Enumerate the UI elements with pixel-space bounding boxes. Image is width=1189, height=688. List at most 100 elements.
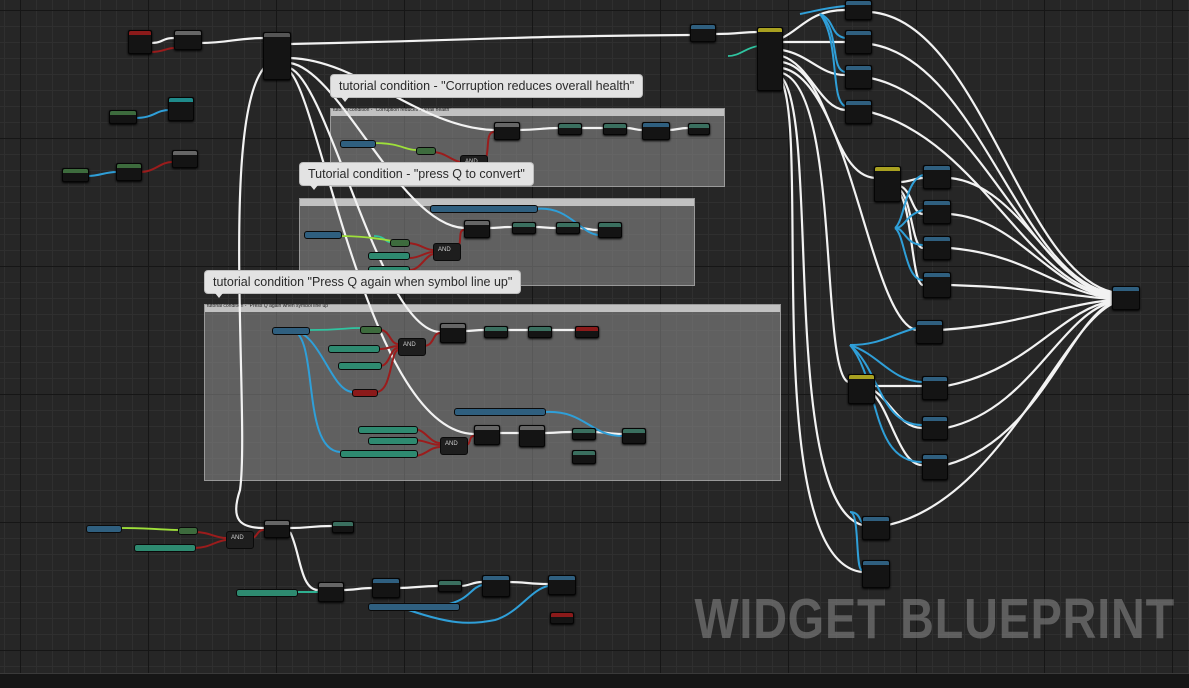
function-node[interactable] xyxy=(372,578,400,598)
function-node[interactable] xyxy=(603,123,627,135)
switch-node[interactable] xyxy=(757,27,783,91)
comment-header xyxy=(300,199,694,206)
function-node[interactable] xyxy=(572,450,596,464)
branch-node[interactable] xyxy=(440,323,466,343)
set-visibility-node[interactable] xyxy=(922,454,948,480)
get-variable-node[interactable] xyxy=(368,603,460,611)
and-boolean-node[interactable]: AND xyxy=(398,338,426,356)
get-variable-node[interactable] xyxy=(338,362,382,370)
set-visibility-node[interactable] xyxy=(862,560,890,588)
exec-wire xyxy=(869,42,1113,295)
function-node[interactable] xyxy=(484,326,508,338)
exec-wire xyxy=(289,71,475,436)
set-visibility-node[interactable] xyxy=(923,236,951,260)
get-variable-node[interactable] xyxy=(304,231,342,239)
function-node[interactable] xyxy=(556,222,580,234)
object-wire xyxy=(799,5,846,15)
set-visibility-node[interactable] xyxy=(845,65,872,89)
sequence-node[interactable] xyxy=(263,32,291,80)
get-variable-node[interactable] xyxy=(360,326,382,334)
get-variable-node[interactable] xyxy=(328,345,380,353)
branch-node[interactable] xyxy=(174,30,202,50)
branch-node[interactable] xyxy=(519,425,545,447)
object-wire xyxy=(849,511,863,571)
function-node[interactable] xyxy=(575,326,599,338)
and-boolean-node[interactable]: AND xyxy=(433,243,461,261)
comment-bubble-corruption[interactable]: tutorial condition - "Corruption reduces… xyxy=(331,75,643,102)
comment-bubble-symbol[interactable]: tutorial condition "Press Q again when s… xyxy=(205,271,521,298)
get-variable-node[interactable] xyxy=(368,437,418,445)
branch-node[interactable] xyxy=(494,122,520,140)
function-node[interactable] xyxy=(512,222,536,234)
set-visibility-node[interactable] xyxy=(923,200,951,224)
merge-node[interactable] xyxy=(1112,286,1140,310)
set-visibility-node[interactable] xyxy=(923,272,951,298)
get-variable-node[interactable] xyxy=(358,426,418,434)
branch-node[interactable] xyxy=(318,582,344,602)
function-node[interactable] xyxy=(690,24,716,42)
function-node[interactable] xyxy=(622,428,646,444)
exec-wire xyxy=(887,303,1113,527)
function-node[interactable] xyxy=(558,123,582,135)
get-variable-node[interactable] xyxy=(178,527,198,535)
get-variable-node[interactable] xyxy=(62,168,89,182)
set-visibility-node[interactable] xyxy=(923,165,951,189)
switch-node[interactable] xyxy=(874,166,901,202)
graph-bottom-frame xyxy=(0,673,1189,688)
switch-node[interactable] xyxy=(848,374,875,404)
get-variable-node[interactable] xyxy=(430,205,538,213)
and-boolean-node[interactable]: AND xyxy=(440,437,468,455)
exec-wire xyxy=(869,10,1113,294)
get-variable-node[interactable] xyxy=(236,589,298,597)
branch-node[interactable] xyxy=(172,150,198,168)
get-variable-node[interactable] xyxy=(272,327,310,335)
and-label: AND xyxy=(231,535,244,541)
get-variable-node[interactable] xyxy=(116,163,142,181)
set-visibility-node[interactable] xyxy=(845,30,872,54)
branch-node[interactable] xyxy=(464,220,490,238)
set-visibility-node[interactable] xyxy=(916,320,943,344)
set-visibility-node[interactable] xyxy=(862,516,890,540)
boolean-wire xyxy=(379,347,399,367)
and-boolean-node[interactable]: AND xyxy=(226,531,254,549)
get-variable-node[interactable] xyxy=(134,544,196,552)
object-wire xyxy=(534,207,601,236)
function-node[interactable] xyxy=(438,580,462,592)
branch-node[interactable] xyxy=(264,520,290,538)
branch-node[interactable] xyxy=(474,425,500,445)
set-visibility-node[interactable] xyxy=(922,376,948,400)
function-node[interactable] xyxy=(688,123,710,135)
exec-wire xyxy=(714,30,759,36)
cast-node[interactable] xyxy=(168,97,194,121)
function-node[interactable] xyxy=(482,575,510,597)
function-node[interactable] xyxy=(598,222,622,238)
boolean-wire xyxy=(193,531,227,539)
function-node[interactable] xyxy=(550,612,574,624)
get-variable-node[interactable] xyxy=(416,147,436,155)
get-variable-node[interactable] xyxy=(368,252,410,260)
get-variable-node[interactable] xyxy=(86,525,122,533)
object-wire xyxy=(849,344,923,426)
set-visibility-node[interactable] xyxy=(922,416,948,440)
get-variable-node[interactable] xyxy=(352,389,378,397)
get-variable-node[interactable] xyxy=(340,450,418,458)
get-variable-node[interactable] xyxy=(454,408,546,416)
exec-wire xyxy=(577,226,599,232)
function-node[interactable] xyxy=(642,122,670,140)
object-wire xyxy=(134,109,171,119)
function-node[interactable] xyxy=(548,575,576,595)
function-node[interactable] xyxy=(528,326,552,338)
function-node[interactable] xyxy=(572,428,596,440)
exec-wire xyxy=(289,524,333,530)
object-wire xyxy=(289,329,341,453)
get-variable-node[interactable] xyxy=(340,140,376,148)
get-variable-node[interactable] xyxy=(109,110,137,124)
event-node[interactable] xyxy=(128,30,152,54)
comment-bubble-convert[interactable]: Tutorial condition - "press Q to convert… xyxy=(300,163,533,190)
function-node[interactable] xyxy=(332,521,354,533)
set-visibility-node[interactable] xyxy=(845,100,872,124)
set-visibility-node[interactable] xyxy=(845,0,872,20)
exec-wires xyxy=(149,8,1113,592)
get-variable-node[interactable] xyxy=(390,239,410,247)
